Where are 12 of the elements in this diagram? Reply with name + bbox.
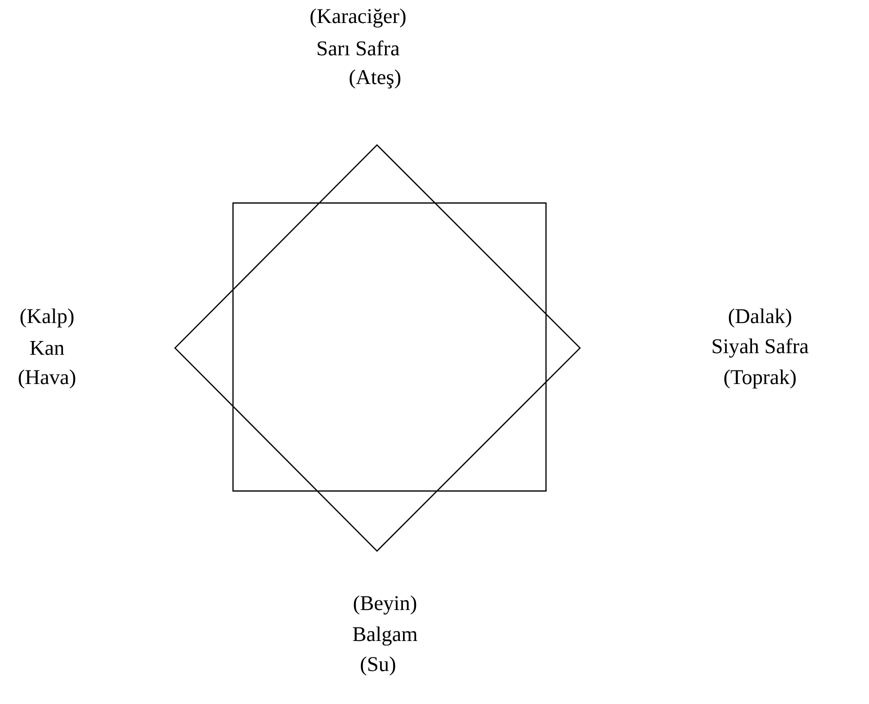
label-text: (Dalak) xyxy=(728,308,792,328)
label-text: (Ateş) xyxy=(350,69,400,88)
label-text: (Hava) xyxy=(18,369,76,389)
label-text: Balgam xyxy=(352,626,418,646)
label-text: Siyah Safra xyxy=(712,338,808,358)
label-text: (Toprak) xyxy=(724,369,796,389)
label-text: Sarı Safra xyxy=(318,40,400,56)
label-text: (Karaciğer) xyxy=(310,8,406,28)
label-text: (Su) xyxy=(360,656,396,676)
label-text: (Beyin) xyxy=(354,595,416,615)
label-text: Kan xyxy=(30,341,64,355)
label-text: (Kalp) xyxy=(20,308,74,328)
